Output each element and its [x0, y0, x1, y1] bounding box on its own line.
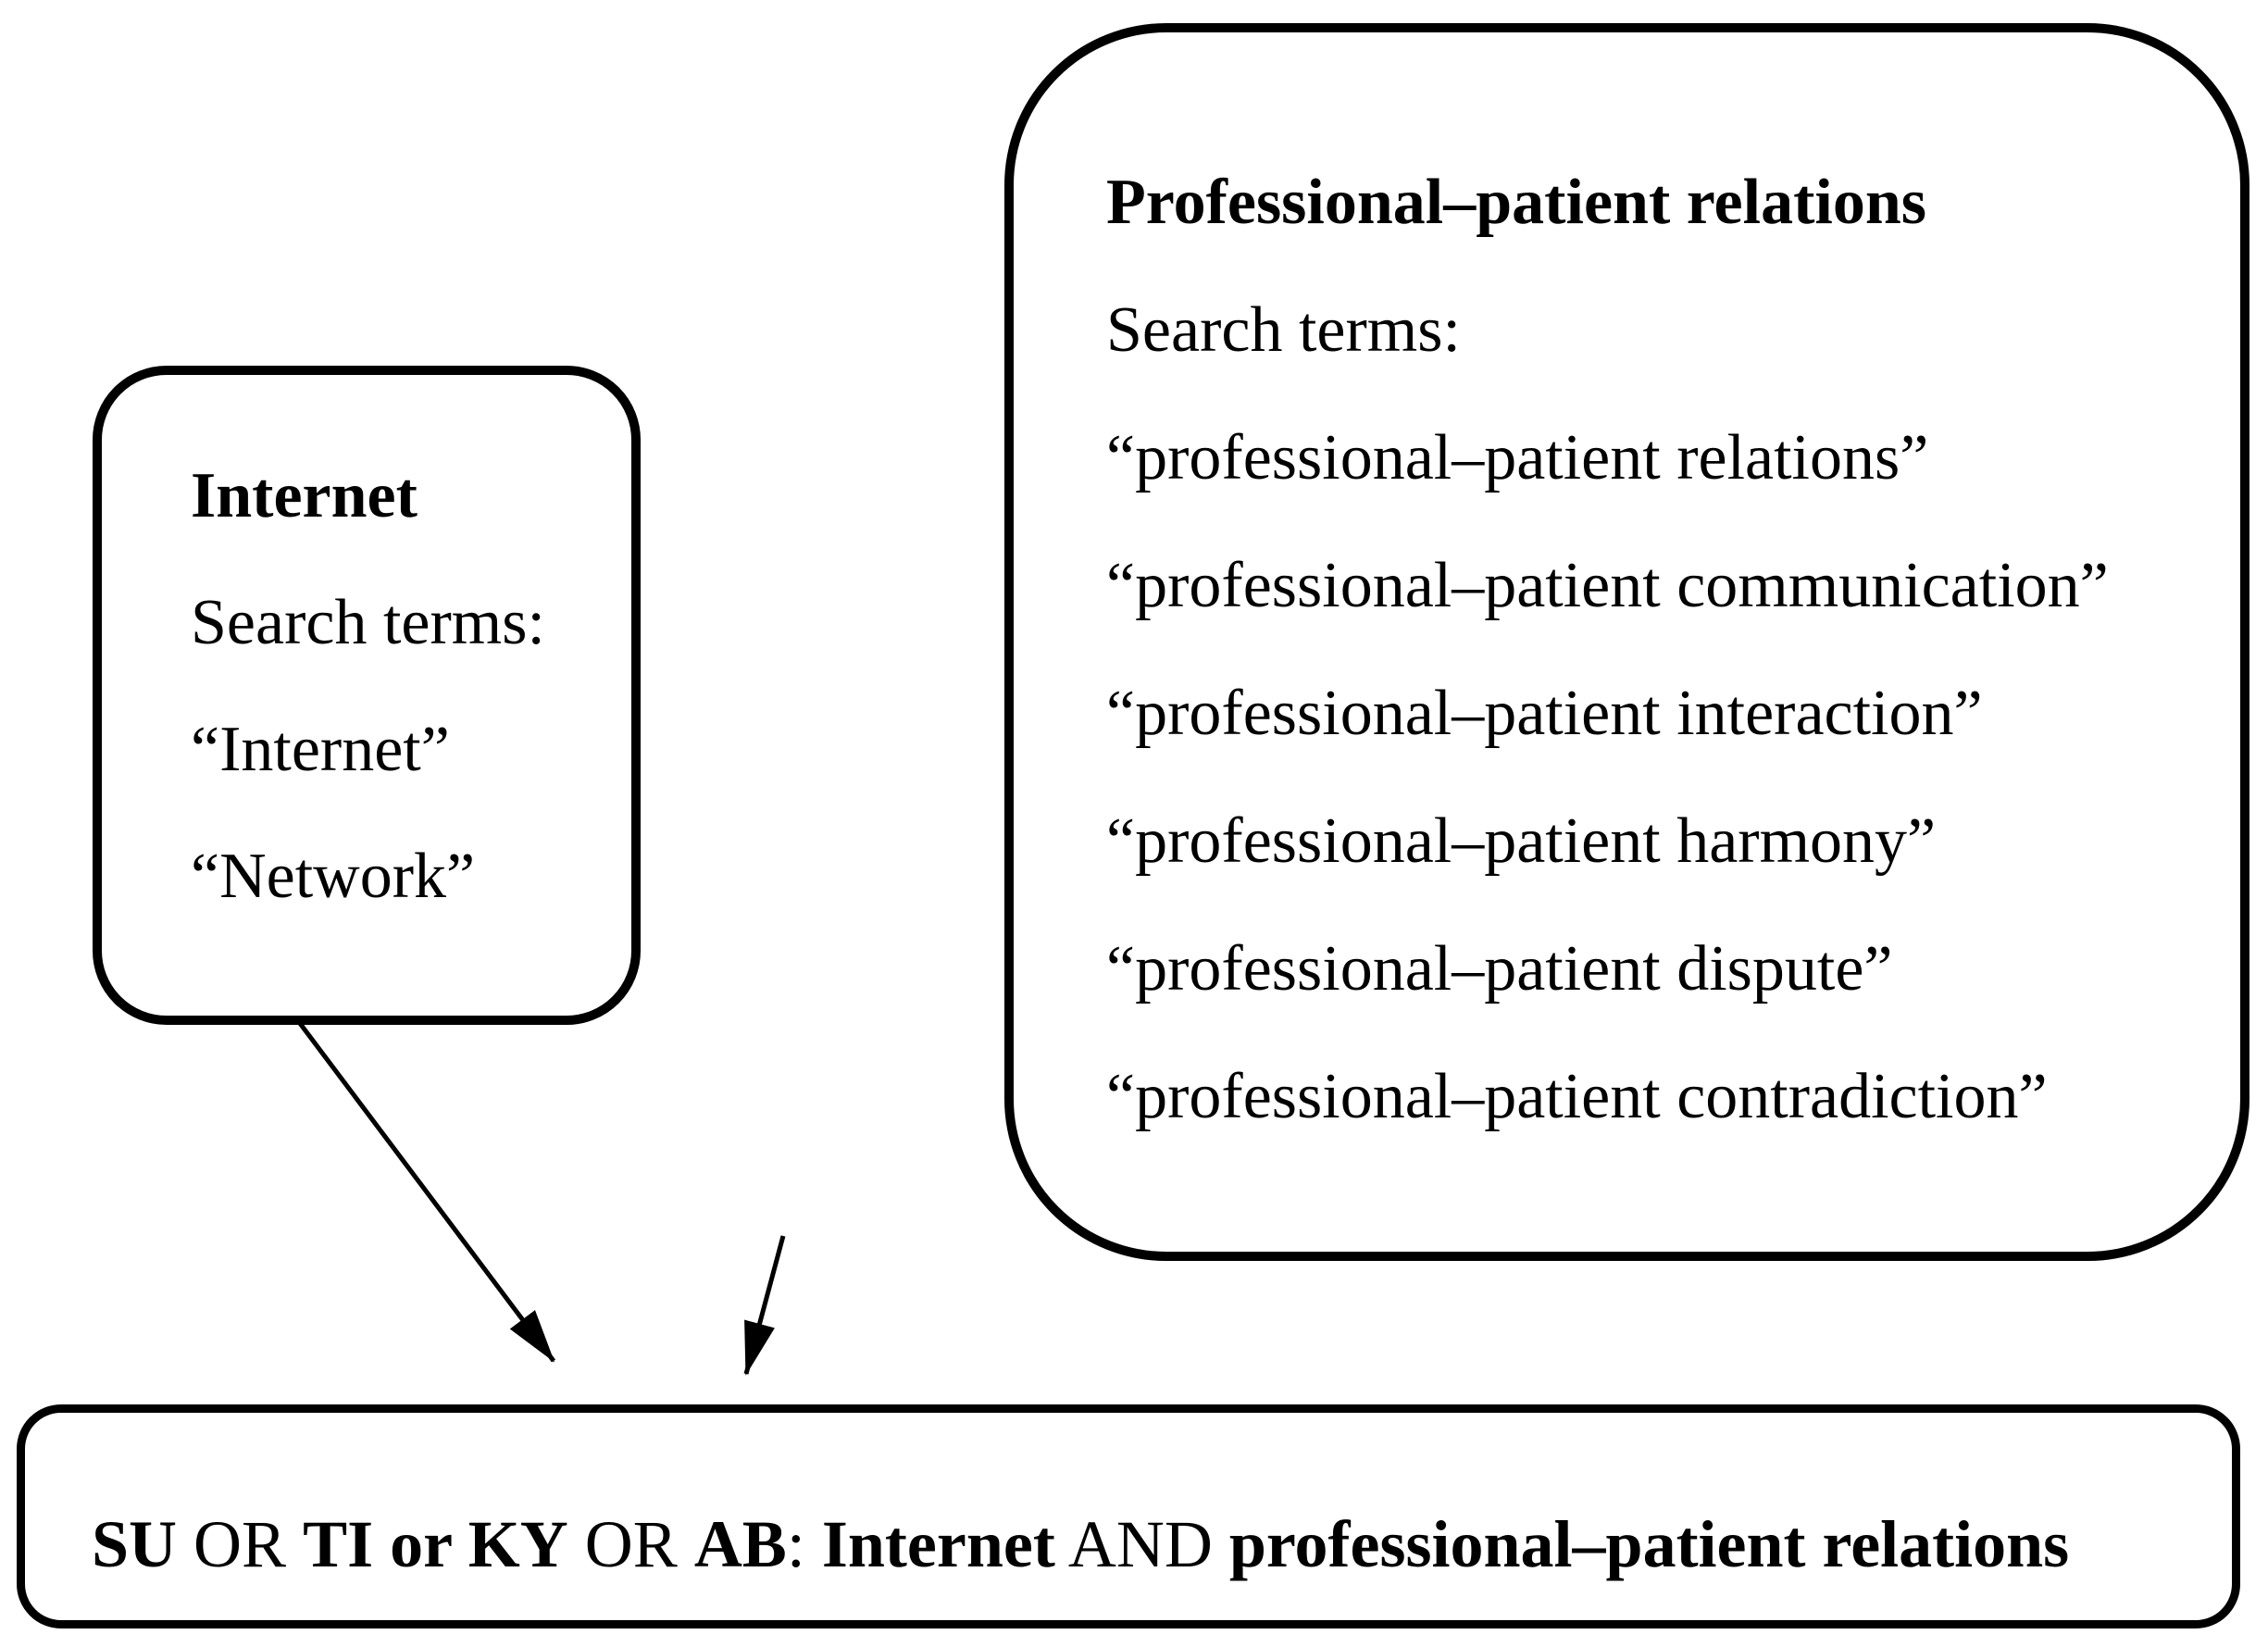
result-seg-and: AND — [1054, 1506, 1229, 1581]
relations-box: Professional–patient relations Search te… — [1004, 23, 2249, 1261]
result-box: SU OR TI or KY OR AB: Internet AND profe… — [17, 1404, 2240, 1628]
term-professional-patient-relations: “professional–patient relations” — [1106, 422, 1929, 493]
result-seg-su: SU — [92, 1506, 178, 1581]
result-seg-colon: : — [786, 1506, 822, 1581]
relations-box-title: Professional–patient relations — [1106, 167, 1927, 238]
internet-box-title: Internet — [191, 460, 417, 531]
term-professional-patient-interaction: “professional–patient interaction” — [1106, 678, 1983, 749]
term-professional-patient-communication: “professional–patient communication” — [1106, 550, 2109, 621]
result-query: SU OR TI or KY OR AB: Internet AND profe… — [92, 1506, 2069, 1583]
term-professional-patient-dispute: “professional–patient dispute” — [1106, 933, 1893, 1004]
term-professional-patient-harmony: “professional–patient harmony” — [1106, 805, 1937, 877]
term-network: “Network” — [191, 841, 476, 912]
term-professional-patient-contradiction: “professional–patient contradiction” — [1106, 1061, 2048, 1132]
result-seg-or2: OR — [567, 1506, 694, 1581]
internet-search-terms-label: Search terms: — [191, 587, 545, 658]
arrow-internet-to-result — [297, 1020, 555, 1363]
internet-box: Internet Search terms: “Internet” “Netwo… — [93, 366, 641, 1025]
result-seg-internet: Internet — [821, 1506, 1055, 1581]
relations-search-terms-label: Search terms: — [1106, 294, 1461, 366]
result-seg-relations: professional–patient relations — [1228, 1506, 2070, 1581]
result-seg-ti-or-ky: TI or KY — [303, 1506, 568, 1581]
result-seg-or1: OR — [177, 1506, 304, 1581]
term-internet: “Internet” — [191, 714, 450, 785]
result-seg-ab: AB — [693, 1506, 787, 1581]
arrow-relations-to-result — [743, 1235, 786, 1376]
